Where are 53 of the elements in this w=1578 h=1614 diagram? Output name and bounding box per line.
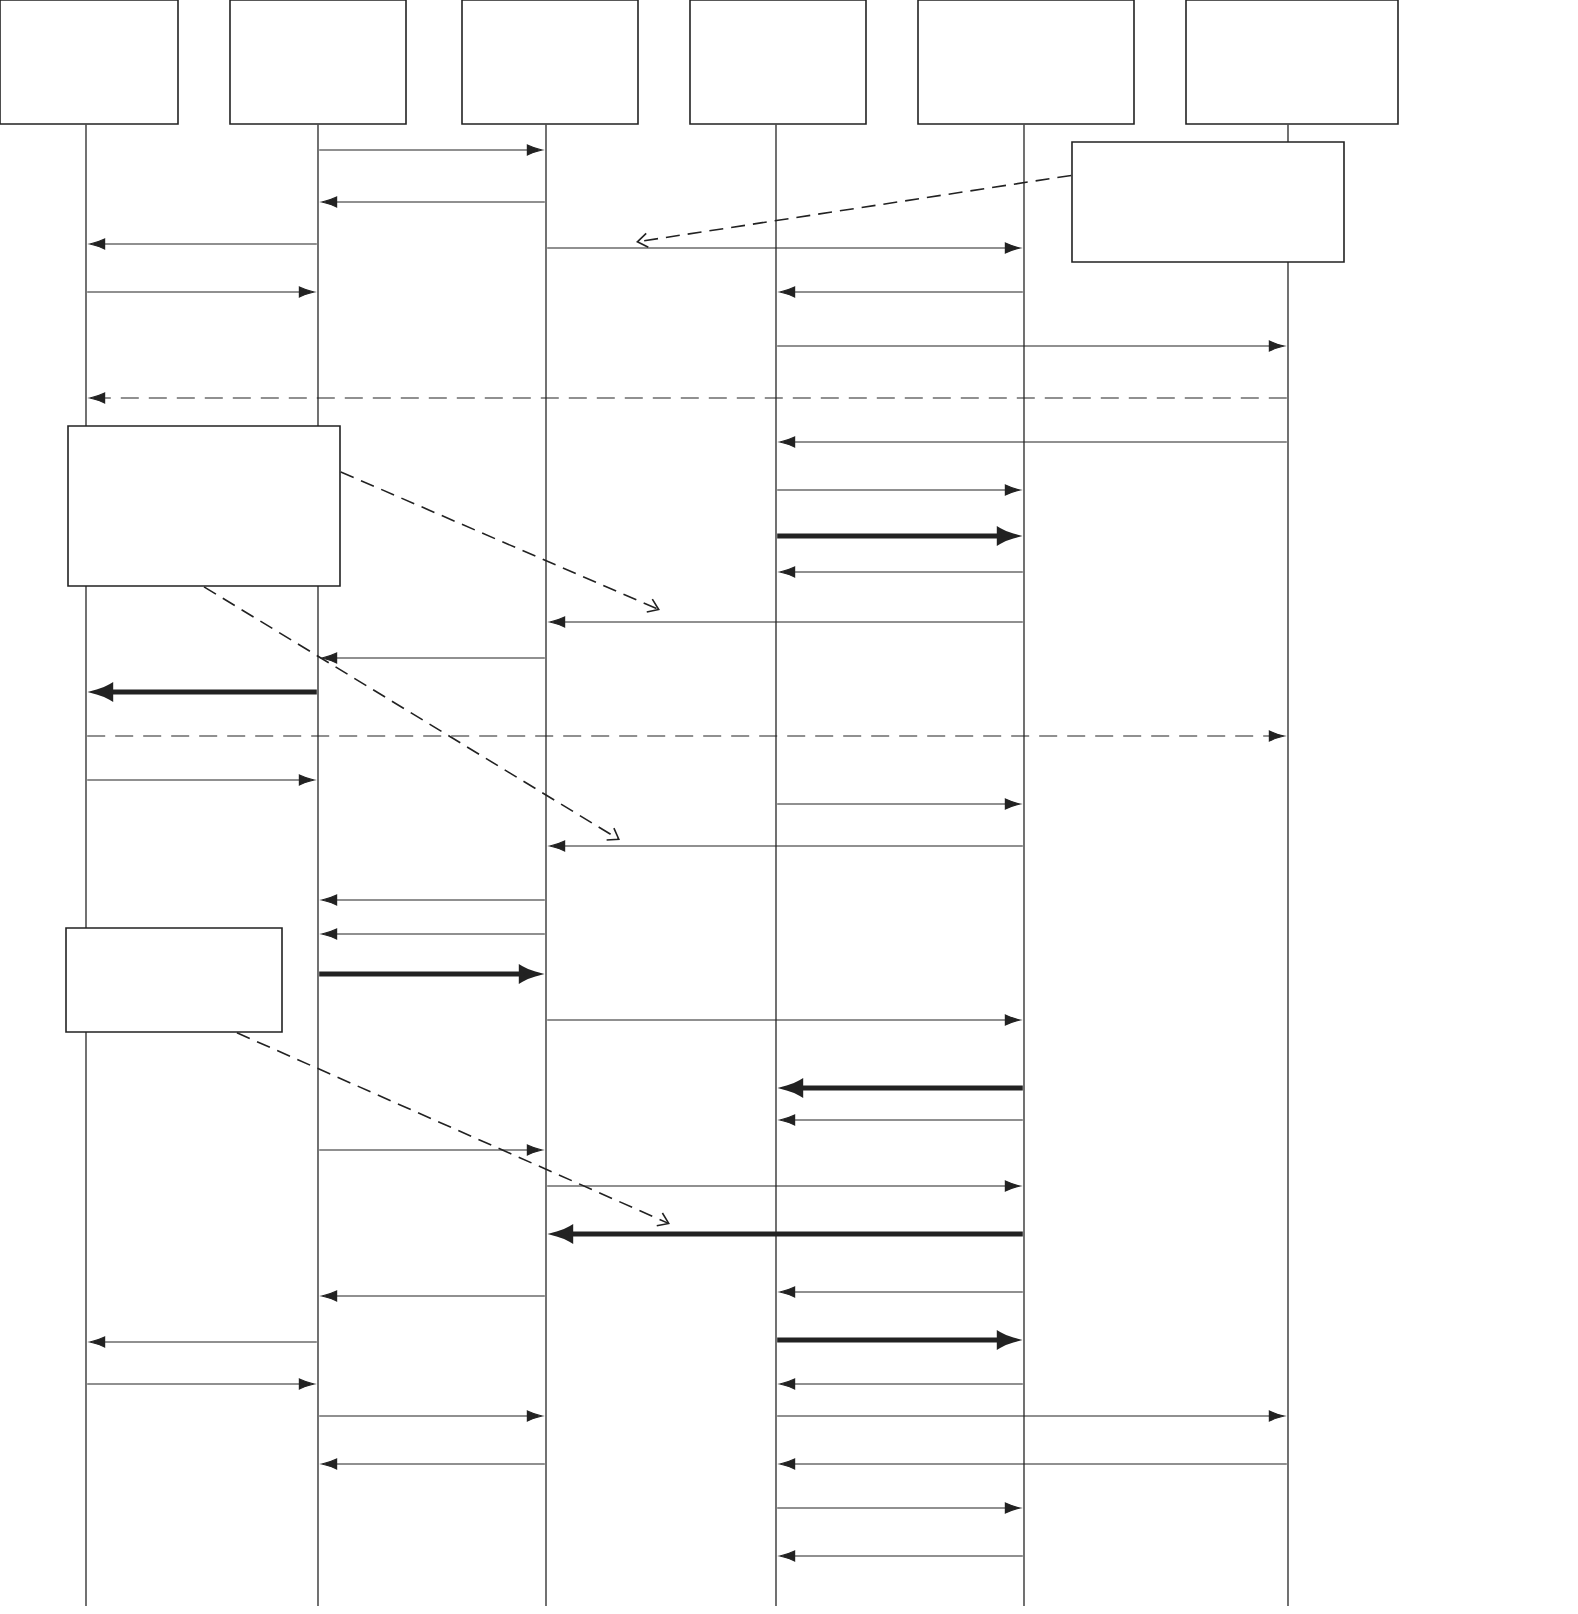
lifeline (1023, 124, 1025, 1606)
message-arrow (776, 340, 1285, 352)
message-arrow (779, 1458, 1288, 1470)
message-arrow (776, 484, 1021, 496)
note-box (67, 425, 341, 587)
message-arrow (776, 798, 1021, 810)
leader-line (236, 1032, 670, 1227)
message-arrow (89, 392, 1288, 404)
message-arrow (779, 1378, 1024, 1390)
message-arrow (779, 1286, 1024, 1298)
message-arrow (321, 1458, 546, 1470)
leader-line (203, 586, 620, 841)
lifeline-head-box (0, 0, 179, 125)
message-arrow (546, 242, 1021, 254)
message-arrow (549, 840, 1024, 852)
message-arrow (89, 1336, 318, 1348)
lifeline-head-box (689, 0, 867, 125)
lifeline (545, 124, 547, 1606)
message-arrow (779, 566, 1024, 578)
message-arrow (776, 1410, 1285, 1422)
lifeline-head-box (229, 0, 407, 125)
leader-line (340, 471, 660, 613)
message-arrow (318, 144, 543, 156)
lifeline (317, 124, 319, 1606)
message-arrow (318, 1410, 543, 1422)
lifeline (1287, 124, 1289, 1606)
lifeline (85, 124, 87, 1606)
lifeline-head-box (461, 0, 639, 125)
message-arrow (89, 238, 318, 250)
message-arrow (86, 730, 1285, 742)
message-arrow (549, 616, 1024, 628)
lifeline-head-box (1185, 0, 1399, 125)
message-arrow (321, 196, 546, 208)
message-arrow (321, 928, 546, 940)
note-box (1071, 141, 1345, 263)
message-arrow (86, 1378, 315, 1390)
message-arrow (779, 1114, 1024, 1126)
message-arrow (546, 1014, 1021, 1026)
message-arrow (318, 1144, 543, 1156)
lifeline-head-box (917, 0, 1135, 125)
message-arrow (546, 1180, 1021, 1192)
lifeline (775, 124, 777, 1606)
message-arrow (86, 286, 315, 298)
message-arrow (779, 436, 1288, 448)
message-arrow (321, 652, 546, 664)
message-arrow (321, 894, 546, 906)
leader-line (636, 174, 1072, 248)
message-arrow (776, 1502, 1021, 1514)
message-arrow (86, 774, 315, 786)
note-box (65, 927, 283, 1033)
message-arrow (321, 1290, 546, 1302)
message-arrow (779, 1550, 1024, 1562)
message-arrow (779, 286, 1024, 298)
